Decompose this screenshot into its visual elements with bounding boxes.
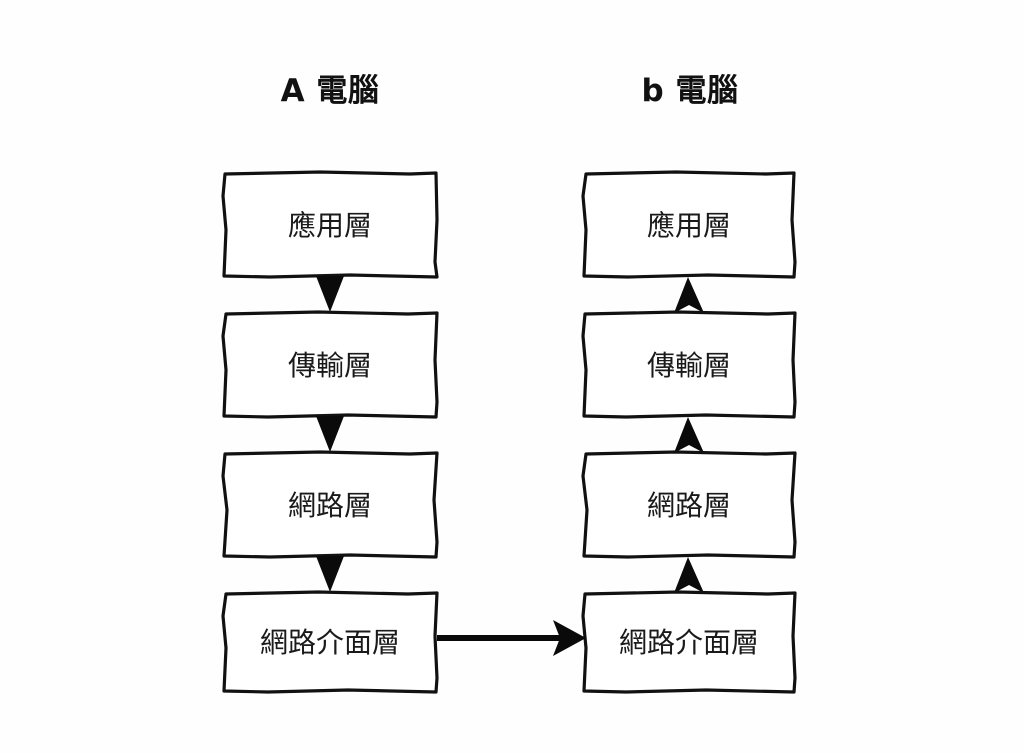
box-outline [581,590,797,694]
arrow-host-b-network-to-transport [674,417,704,453]
box-host-a-transport[interactable]: 傳輸層 [221,310,439,419]
arrow-up-icon [674,557,704,593]
box-host-a-network[interactable]: 網路層 [221,450,439,559]
box-label: 網路層 [288,489,372,522]
arrow-up-icon [674,417,704,453]
box-label: 傳輸層 [288,349,372,382]
box-outline [581,450,797,559]
arrow-host-b-transport-to-application [674,277,704,313]
column-host-b: 應用層 傳輸層 網路層 [581,170,797,694]
box-host-b-transport[interactable]: 傳輸層 [581,310,797,419]
arrow-up-icon [674,277,704,313]
arrow-host-a-application-to-transport [316,276,344,312]
box-host-b-application[interactable]: 應用層 [581,170,797,279]
box-label: 應用層 [288,209,372,242]
box-label: 傳輸層 [647,349,731,382]
arrow-host-a-transport-to-network [316,416,344,452]
box-outline [221,170,439,279]
arrow-down-icon [316,276,344,312]
arrow-down-icon [316,416,344,452]
box-host-a-network-interface[interactable]: 網路介面層 [221,590,439,694]
arrow-host-b-interface-to-network [674,557,704,593]
box-outline [581,310,797,419]
arrow-down-icon [316,556,344,592]
box-outline [221,310,439,419]
box-outline [221,450,439,559]
link-arrow-host-a-to-host-b [437,620,586,656]
box-label: 網路介面層 [619,626,759,659]
box-label: 應用層 [647,209,731,242]
box-host-b-network[interactable]: 網路層 [581,450,797,559]
column-header-host-b: b 電腦 [642,73,739,109]
box-outline [581,170,797,279]
box-host-b-network-interface[interactable]: 網路介面層 [581,590,797,694]
box-outline [221,590,439,694]
arrow-host-a-network-to-interface [316,556,344,592]
arrow-right-icon [553,620,586,656]
box-host-a-application[interactable]: 應用層 [221,170,439,279]
column-header-host-a: A 電腦 [281,73,380,109]
box-label: 網路層 [647,489,731,522]
box-label: 網路介面層 [260,626,400,659]
column-host-a: 應用層 傳輸層 網路層 [221,170,439,694]
